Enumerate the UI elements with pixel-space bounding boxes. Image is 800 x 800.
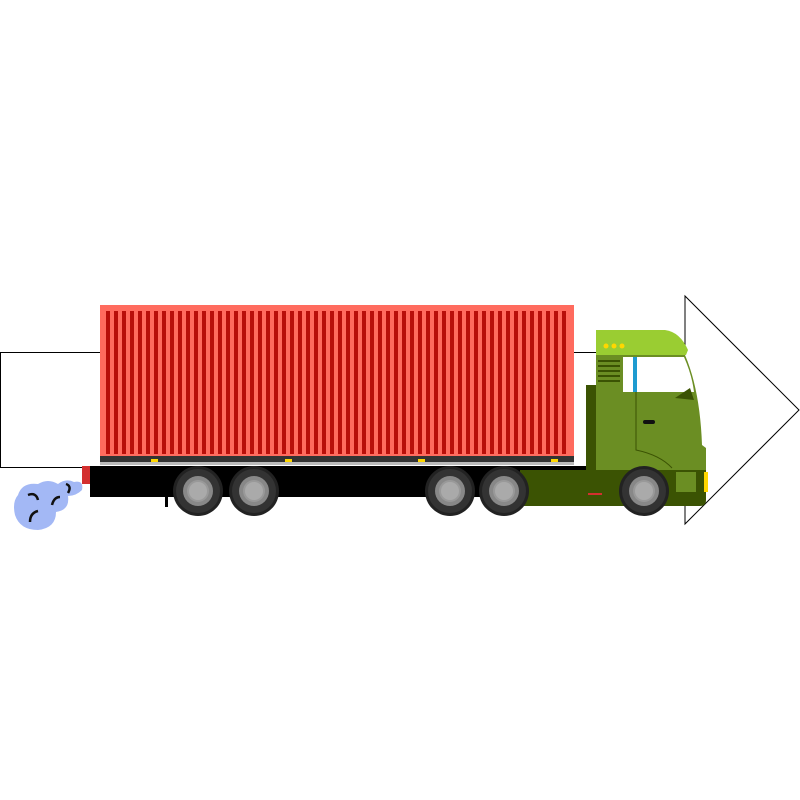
- container-rib: [522, 311, 526, 454]
- container-rib: [250, 311, 254, 454]
- container-rib: [466, 311, 470, 454]
- container-rib: [538, 311, 542, 454]
- container-rib: [290, 311, 294, 454]
- container-rib: [186, 311, 190, 454]
- container-rib: [234, 311, 238, 454]
- container-rib: [282, 311, 286, 454]
- container-rib: [170, 311, 174, 454]
- container-rib: [490, 311, 494, 454]
- container-rib: [218, 311, 222, 454]
- container-rib: [554, 311, 558, 454]
- rear-light: [82, 466, 90, 484]
- container-rib: [426, 311, 430, 454]
- container-rib: [226, 311, 230, 454]
- container-rib: [362, 311, 366, 454]
- exhaust-smoke: [14, 480, 83, 530]
- container-rib: [562, 311, 566, 454]
- door-handle: [643, 420, 655, 424]
- wheel: [229, 466, 279, 516]
- container-rib: [514, 311, 518, 454]
- container-rib: [322, 311, 326, 454]
- container-rib: [162, 311, 166, 454]
- container-rib: [474, 311, 478, 454]
- wheel: [479, 466, 529, 516]
- container-rib: [330, 311, 334, 454]
- container-rib: [458, 311, 462, 454]
- container-rib: [210, 311, 214, 454]
- container-rib: [178, 311, 182, 454]
- trailer-leg: [165, 497, 168, 507]
- container-rib: [386, 311, 390, 454]
- container-rib: [266, 311, 270, 454]
- container-rib: [274, 311, 278, 454]
- container-rib: [378, 311, 382, 454]
- container-rib: [354, 311, 358, 454]
- container-rib: [194, 311, 198, 454]
- container-rib: [346, 311, 350, 454]
- container-rib: [442, 311, 446, 454]
- container-rib: [434, 311, 438, 454]
- container-rib: [258, 311, 262, 454]
- container-rib: [338, 311, 342, 454]
- container-rib: [530, 311, 534, 454]
- container-rib: [498, 311, 502, 454]
- container-rib: [394, 311, 398, 454]
- container-rib: [154, 311, 158, 454]
- container-rib: [506, 311, 510, 454]
- container-rib: [410, 311, 414, 454]
- container-rib: [370, 311, 374, 454]
- container-rib: [450, 311, 454, 454]
- container-rib: [298, 311, 302, 454]
- container-rib: [122, 311, 126, 454]
- container-rib: [106, 311, 110, 454]
- wheel: [425, 466, 475, 516]
- container-rib: [130, 311, 134, 454]
- container-rib: [314, 311, 318, 454]
- container-rib: [138, 311, 142, 454]
- container-rib: [306, 311, 310, 454]
- container-rib: [242, 311, 246, 454]
- container-rib: [482, 311, 486, 454]
- shipping-container: [100, 305, 574, 465]
- wheel: [619, 466, 669, 516]
- container-rib: [114, 311, 118, 454]
- container-rib: [418, 311, 422, 454]
- container-rib: [202, 311, 206, 454]
- wheel: [173, 466, 223, 516]
- container-rib: [546, 311, 550, 454]
- container-rib: [402, 311, 406, 454]
- container-rib: [146, 311, 150, 454]
